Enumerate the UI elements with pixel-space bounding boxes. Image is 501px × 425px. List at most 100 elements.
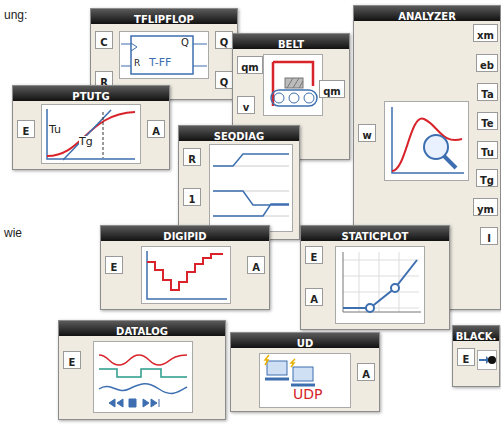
icon-stroke (271, 90, 317, 106)
title-bar: PTUTG (13, 86, 169, 101)
pin-box: v (237, 96, 255, 114)
icon-stroke (103, 112, 104, 158)
icon-stroke (392, 107, 464, 173)
icon-stroke (263, 54, 323, 116)
block-title: PTUTG (72, 91, 109, 101)
block-icon (335, 246, 425, 324)
title-bar: BLACK. (453, 326, 499, 341)
icon-stroke (444, 156, 456, 168)
icon-stroke (289, 93, 299, 103)
title-bar: TFLIPFLOP (91, 9, 237, 24)
pin-label: E (111, 262, 118, 273)
icon-stroke (141, 246, 231, 304)
icon-stroke (343, 252, 421, 312)
icon-stroke (384, 101, 469, 181)
block-title: SEQDIAG (214, 131, 265, 141)
pin-label: E (69, 357, 76, 368)
title-bar: ANALYZER (354, 6, 500, 21)
icon-stroke (109, 399, 159, 407)
pin-label: C (100, 37, 107, 48)
title-bar: STATICPLOT (301, 226, 449, 241)
icon-stroke (47, 109, 135, 159)
pin-box: E (105, 256, 123, 274)
icon-stroke (63, 110, 111, 160)
pin-box: A (147, 120, 165, 138)
icon-stroke (99, 384, 187, 394)
title-bar: UD (231, 333, 379, 348)
pin-label: v (243, 102, 250, 113)
icon-label: R (134, 59, 140, 68)
icon-stroke (142, 247, 231, 304)
block-icon (263, 54, 323, 116)
title-bar: SEQDIAG (179, 126, 299, 141)
pin-box: Tu (477, 141, 498, 159)
pin-box: eb (476, 54, 498, 72)
icon-stroke (304, 93, 314, 103)
icon-stroke (391, 284, 399, 292)
pin-box: E (457, 348, 475, 366)
function-block: UDAUDP (230, 332, 380, 412)
title-bar: DATALOG (59, 321, 225, 336)
function-block: BLACK. E (452, 325, 500, 387)
pin-label: I (487, 233, 491, 244)
pin-label: Q (220, 37, 229, 48)
icon-stroke (120, 32, 209, 79)
block-title: STATICPLOT (342, 231, 409, 241)
icon-stroke (94, 342, 193, 413)
pin-label: A (310, 294, 318, 305)
pin-label: E (311, 252, 318, 263)
pin-box: Q (215, 31, 233, 49)
pin-box: E (305, 246, 323, 264)
block-title: TFLIPFLOP (134, 14, 194, 24)
icon-stroke (264, 55, 323, 116)
block-icon (209, 144, 293, 232)
block-icon (119, 31, 209, 79)
icon-label: Tu (49, 124, 61, 135)
function-block: STATICPLOT E A (300, 225, 450, 330)
icon-stroke (209, 144, 293, 232)
icon-stroke (343, 252, 419, 312)
icon-stroke (343, 260, 417, 308)
pin-label: A (252, 262, 260, 273)
function-block: DATALOG E (58, 320, 226, 420)
icon-stroke (287, 78, 303, 88)
pin-label: 1 (189, 194, 196, 205)
pin-label: Q (220, 77, 229, 88)
icon-stroke (99, 355, 187, 365)
icon-stroke (291, 359, 295, 367)
text-fragment: wie (4, 226, 22, 240)
pin-box: A (357, 363, 375, 381)
title-bar: BELT (233, 34, 349, 49)
icon-stroke (285, 78, 303, 88)
pin-box: C (95, 31, 113, 49)
pin-box: xm (473, 24, 498, 42)
pin-label: E (23, 126, 30, 137)
icon-stroke (336, 247, 425, 324)
pin-box: Ta (477, 83, 498, 101)
icon-stroke (479, 359, 487, 361)
icon-stroke (147, 254, 223, 290)
icon-stroke (335, 246, 425, 324)
block-title: DIGIPID (163, 231, 206, 241)
block-icon (384, 101, 469, 181)
pin-label: Tu (481, 147, 494, 158)
pin-box: 1 (183, 188, 201, 206)
block-title: BELT (278, 39, 304, 49)
icon-stroke (265, 355, 269, 365)
block-icon (93, 341, 193, 413)
block-icon (477, 350, 497, 370)
pin-box: qm (319, 80, 345, 98)
icon-stroke (392, 119, 462, 171)
pin-box: I (480, 227, 498, 245)
icon-stroke (147, 251, 227, 299)
function-block: DIGIPID E A (100, 225, 270, 310)
pin-box: w (358, 124, 376, 142)
icon-stroke (42, 105, 141, 164)
function-block: PTUTGEATuTg (12, 85, 170, 170)
pin-box: ym (473, 198, 498, 216)
pin-box: R (183, 148, 201, 166)
block-title: UD (297, 338, 313, 348)
pin-box: E (17, 120, 35, 138)
icon-stroke (265, 378, 289, 381)
pin-box: A (247, 256, 265, 274)
